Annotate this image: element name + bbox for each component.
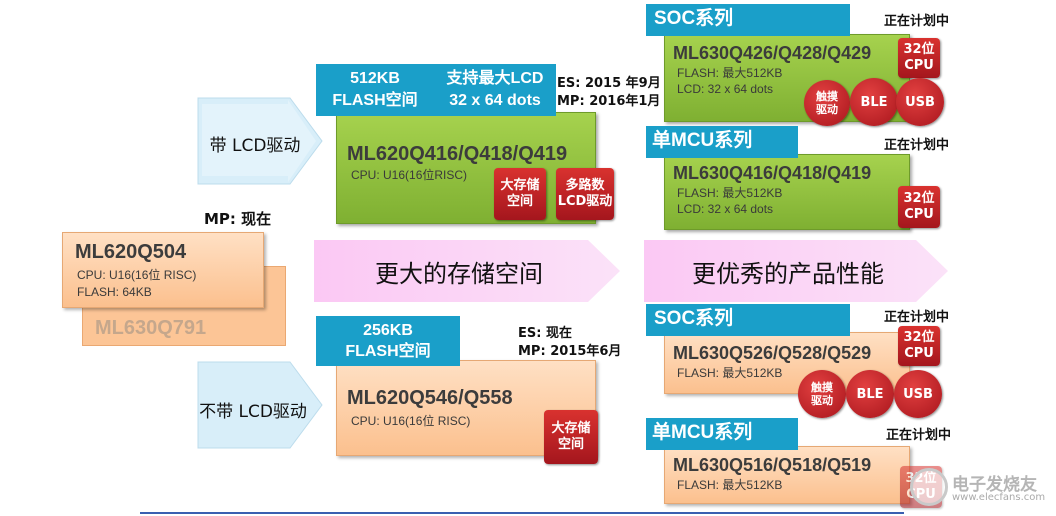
bottom-mid-cpu: CPU: U16(16位 RISC) (351, 414, 471, 428)
with-lcd-arrow (197, 97, 323, 185)
soc2-model: ML630Q526/Q528/Q529 (673, 343, 872, 363)
watermark: 电子发烧友 www.elecfans.com (906, 462, 1054, 512)
front-product-flash: FLASH: 64KB (77, 285, 152, 299)
top-mid-mp: MP: 2016年1月 (557, 94, 661, 109)
soc2-ble-badge: BLE (846, 370, 894, 418)
watermark-logo-icon (910, 468, 948, 506)
bottom-mid-mp: MP: 2015年6月 (518, 344, 622, 359)
without-lcd-arrow (197, 361, 323, 449)
soc1-model: ML630Q426/Q428/Q429 (673, 43, 872, 63)
top-mid-cpu: CPU: U16(16位RISC) (351, 168, 468, 182)
bottom-mid-model: ML620Q546/Q558 (347, 387, 513, 409)
mcu2-plan: 正在计划中 (886, 428, 952, 443)
soc2-plan: 正在计划中 (884, 310, 950, 325)
front-product-cpu: CPU: U16(16位 RISC) (77, 268, 197, 282)
top-mid-es: ES: 2015 年9月 (557, 76, 661, 91)
storage-arrow-label: 更大的存储空间 (375, 259, 543, 288)
mcu1-model: ML630Q416/Q418/Q419 (673, 163, 872, 183)
top-mid-storage-badge: 大存储空间 (494, 168, 546, 220)
with-lcd-label: 带 LCD驱动 (209, 135, 301, 156)
bottom-mid-es: ES: 现在 (518, 326, 572, 341)
watermark-en: www.elecfans.com (952, 492, 1046, 503)
soc2-usb-badge: USB (894, 370, 942, 418)
bottom-mid-storage-badge: 大存储空间 (544, 410, 598, 464)
mcu1-lcd: LCD: 32 x 64 dots (677, 202, 774, 216)
storage-arrow (314, 240, 620, 302)
soc1-ble-badge: BLE (850, 78, 898, 126)
mcu1-flash: FLASH: 最大512KB (677, 186, 783, 200)
soc2-touch-badge: 触摸驱动 (798, 370, 846, 418)
left-mp-label: MP: 现在 (204, 210, 272, 228)
performance-arrow-label: 更优秀的产品性能 (692, 259, 884, 288)
bottom-divider (140, 512, 904, 514)
front-product-model: ML620Q504 (75, 241, 187, 263)
performance-arrow (644, 240, 948, 302)
mcu2-model: ML630Q516/Q518/Q519 (673, 455, 872, 475)
soc1-lcd: LCD: 32 x 64 dots (677, 82, 774, 96)
back-product-model: ML630Q791 (95, 317, 207, 339)
top-mid-product-box: ML620Q416/Q418/Q419 CPU: U16(16位RISC) (336, 112, 596, 224)
top-mid-model: ML620Q416/Q418/Q419 (347, 143, 568, 165)
soc1-touch-badge: 触摸驱动 (804, 80, 850, 126)
mcu1-title: 单MCU系列 (646, 126, 798, 158)
mcu1-box: ML630Q416/Q418/Q419 FLASH: 最大512KB LCD: … (664, 154, 910, 230)
soc1-plan: 正在计划中 (884, 14, 950, 29)
mcu2-title: 单MCU系列 (646, 418, 798, 450)
watermark-cn: 电子发烧友 (952, 475, 1037, 495)
mcu2-box: ML630Q516/Q518/Q519 FLASH: 最大512KB (664, 446, 910, 504)
soc1-title: SOC系列 (646, 4, 850, 36)
without-lcd-label: 不带 LCD驱动 (199, 401, 307, 422)
soc2-title: SOC系列 (646, 304, 850, 336)
soc1-flash: FLASH: 最大512KB (677, 66, 783, 80)
front-product-box: ML620Q504 CPU: U16(16位 RISC) FLASH: 64KB (62, 232, 264, 308)
mcu2-flash: FLASH: 最大512KB (677, 478, 783, 492)
soc2-flash: FLASH: 最大512KB (677, 366, 783, 380)
soc1-usb-badge: USB (896, 78, 944, 126)
soc1-box: ML630Q426/Q428/Q429 FLASH: 最大512KB LCD: … (664, 34, 910, 122)
mcu1-plan: 正在计划中 (884, 138, 950, 153)
